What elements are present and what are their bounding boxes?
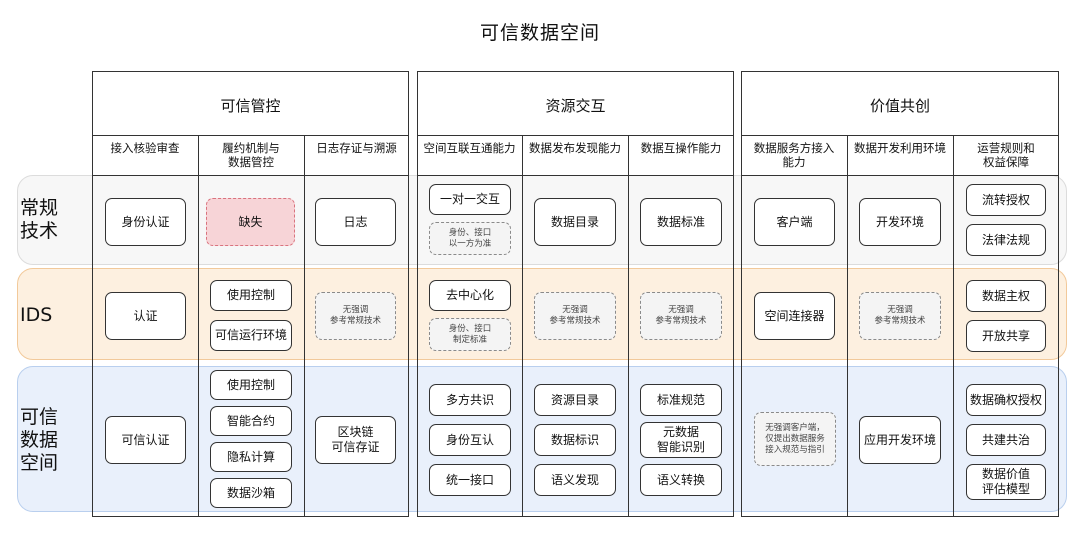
row-label-conventional: 常规 技术 — [20, 197, 59, 242]
diagram-title: 可信数据空间 — [479, 22, 600, 44]
cell-box: 法律法规 — [966, 224, 1046, 256]
note-box: 无强调客户端， 仅提出数据服务 接入规范与指引 — [754, 412, 836, 466]
cell-box: 一对一交互 — [429, 184, 511, 215]
cell-box: 使用控制 — [210, 280, 292, 311]
note-box: 无强调 参考常规技术 — [534, 292, 616, 340]
group-title-value-co-creation: 价值共创 — [869, 97, 930, 115]
column-header: 履约机制与 数据管控 — [222, 141, 280, 169]
cell-box: 共建共治 — [966, 424, 1046, 456]
column-header: 接入核验审查 — [110, 141, 180, 155]
row-label-trusted-data-space: 可信 数据 空间 — [20, 405, 59, 474]
column-header: 数据发布发现能力 — [529, 141, 621, 155]
cell-box: 客户端 — [754, 198, 835, 246]
cell-box: 去中心化 — [429, 280, 511, 311]
group-frame-trusted-control — [92, 71, 409, 517]
missing-cell-box: 缺失 — [206, 198, 295, 246]
column-divider — [198, 135, 199, 517]
cell-box: 数据确权授权 — [966, 384, 1046, 416]
cell-box: 身份互认 — [429, 424, 511, 456]
cell-box: 标准规范 — [640, 384, 722, 416]
cell-box: 身份认证 — [105, 198, 186, 246]
cell-box: 多方共识 — [429, 384, 511, 416]
column-divider — [847, 135, 848, 517]
cell-box: 智能合约 — [210, 406, 292, 436]
cell-box: 资源目录 — [534, 384, 616, 416]
column-divider — [628, 135, 629, 517]
cell-box: 日志 — [315, 198, 396, 246]
column-divider — [304, 135, 305, 517]
note-box: 无强调 参考常规技术 — [859, 292, 941, 340]
group-title-resource-interaction: 资源交互 — [545, 97, 606, 115]
cell-box: 数据标识 — [534, 424, 616, 456]
group-title-trusted-control: 可信管控 — [220, 97, 281, 115]
cell-box: 开放共享 — [966, 320, 1046, 352]
cell-box: 应用开发环境 — [859, 416, 941, 464]
header-divider — [92, 135, 409, 136]
column-header: 日志存证与溯源 — [316, 141, 397, 155]
cell-box: 数据目录 — [534, 198, 616, 246]
column-header: 数据互操作能力 — [640, 141, 722, 155]
cell-box: 区块链 可信存证 — [315, 416, 396, 464]
header-divider — [741, 135, 1059, 136]
cell-box: 空间连接器 — [754, 292, 835, 340]
header-divider — [92, 175, 409, 176]
header-divider — [741, 175, 1059, 176]
row-label-ids: IDS — [20, 303, 53, 326]
cell-box: 语义转换 — [640, 464, 722, 496]
cell-box: 可信认证 — [105, 416, 186, 464]
cell-box: 元数据 智能识别 — [640, 422, 722, 458]
header-divider — [417, 175, 734, 176]
note-box: 无强调 参考常规技术 — [640, 292, 722, 340]
cell-box: 流转授权 — [966, 184, 1046, 216]
cell-box: 数据标准 — [640, 198, 722, 246]
group-frame-value-co-creation — [741, 71, 1059, 517]
note-box: 身份、接口 制定标准 — [429, 318, 511, 351]
column-header: 数据开发利用环境 — [854, 141, 946, 155]
column-header: 数据服务方接入 能力 — [753, 141, 835, 169]
cell-box: 数据价值 评估模型 — [966, 464, 1046, 500]
cell-box: 数据主权 — [966, 280, 1046, 312]
note-box: 无强调 参考常规技术 — [315, 292, 396, 340]
cell-box: 可信运行环境 — [210, 320, 292, 351]
cell-box: 隐私计算 — [210, 442, 292, 472]
header-divider — [417, 135, 734, 136]
cell-box: 开发环境 — [859, 198, 941, 246]
column-divider — [522, 135, 523, 517]
cell-box: 认证 — [105, 292, 186, 340]
column-header: 空间互联互通能力 — [423, 141, 516, 155]
group-frame-resource-interaction — [417, 71, 734, 517]
note-box: 身份、接口 以一方为准 — [429, 222, 511, 255]
cell-box: 数据沙箱 — [210, 478, 292, 508]
column-header: 运营规则和 权益保障 — [977, 141, 1035, 169]
column-divider — [953, 135, 954, 517]
cell-box: 使用控制 — [210, 370, 292, 400]
cell-box: 语义发现 — [534, 464, 616, 496]
cell-box: 统一接口 — [429, 464, 511, 496]
